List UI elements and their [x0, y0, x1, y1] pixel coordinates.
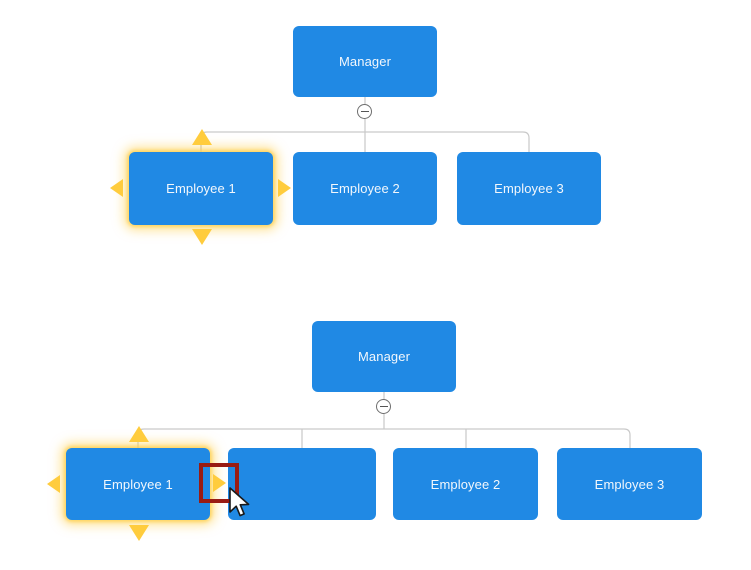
drop-target-highlight [199, 463, 239, 503]
node-empty-placeholder[interactable] [228, 448, 376, 520]
node-employee-1[interactable]: Employee 1 [66, 448, 210, 520]
drag-arrow-left-icon[interactable] [110, 179, 123, 197]
minus-circle-icon[interactable] [357, 104, 372, 119]
node-employee-2[interactable]: Employee 2 [393, 448, 538, 520]
connector-path [522, 131, 530, 152]
node-employee-3[interactable]: Employee 3 [557, 448, 702, 520]
drag-arrow-up-icon[interactable] [129, 426, 149, 442]
node-label: Employee 1 [166, 181, 236, 196]
node-employee-3[interactable]: Employee 3 [457, 152, 601, 225]
node-label: Employee 3 [594, 476, 665, 492]
node-employee-1[interactable]: Employee 1 [129, 152, 273, 225]
node-label: Employee 1 [103, 476, 173, 492]
node-employee-2[interactable]: Employee 2 [293, 152, 437, 225]
node-label: Employee 2 [430, 476, 501, 492]
node-label: Manager [357, 349, 410, 364]
drag-arrow-right-icon[interactable] [278, 179, 291, 197]
drag-arrow-up-icon[interactable] [192, 129, 212, 145]
drag-arrow-right-icon[interactable] [213, 474, 226, 492]
node-label: Manager [338, 54, 391, 69]
connector-path [623, 428, 631, 448]
node-label: Employee 2 [330, 181, 400, 196]
drag-arrow-left-icon[interactable] [47, 475, 60, 493]
drag-arrow-down-icon[interactable] [192, 229, 212, 245]
node-label: Employee 3 [494, 181, 564, 196]
minus-circle-icon[interactable] [376, 399, 391, 414]
node-manager[interactable]: Manager [293, 26, 437, 97]
drag-arrow-down-icon[interactable] [129, 525, 149, 541]
node-manager[interactable]: Manager [312, 321, 456, 392]
